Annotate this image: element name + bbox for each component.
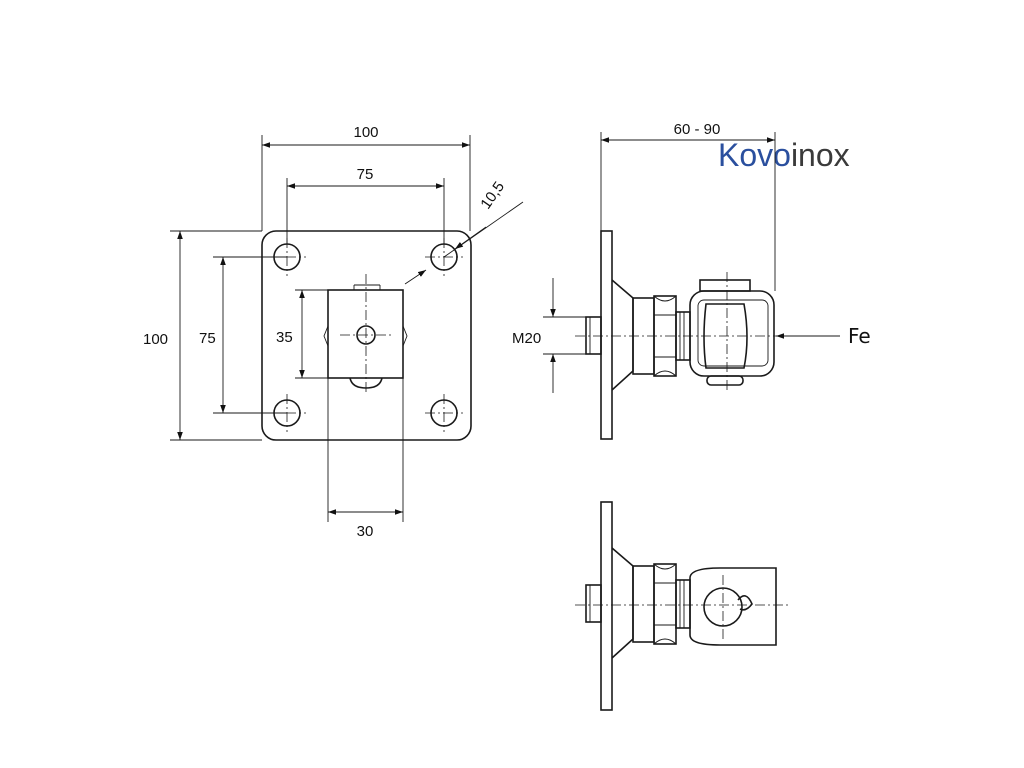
dim-block-width-label: 30 [357, 523, 374, 540]
dim-block-height-label: 35 [276, 329, 293, 346]
dim-block-height: 35 [276, 289, 328, 379]
dim-hole-spacing-v-label: 75 [199, 330, 216, 347]
logo-inox: inox [791, 137, 850, 173]
dim-plate-height-label: 100 [143, 331, 168, 348]
bottom-view [575, 501, 790, 711]
kovoinox-logo: Kovoinox [718, 137, 850, 173]
dim-hole-diameter-label: 10,5 [477, 179, 508, 213]
dim-thread-label: M20 [512, 330, 541, 347]
dim-thread: M20 [512, 278, 586, 393]
dim-hole-spacing-h-label: 75 [357, 166, 374, 183]
side-view: Fe 60 - 90 M20 [512, 121, 871, 440]
logo-kovo: Kovo [718, 137, 791, 173]
dim-plate-width-label: 100 [353, 124, 378, 141]
dim-hole-spacing-h: 75 [286, 166, 445, 244]
side-plate [600, 230, 613, 440]
dim-block-width: 30 [327, 378, 404, 540]
material-label: Fe [848, 324, 871, 348]
front-view: 100 75 10,5 100 75 [143, 124, 524, 540]
base-plate [261, 230, 472, 441]
dim-adjust-range-label: 60 - 90 [674, 121, 721, 138]
hinge-block [323, 274, 408, 395]
dim-plate-height: 100 [143, 230, 262, 441]
dim-adjust-range: 60 - 90 [600, 121, 776, 291]
dim-plate-width: 100 [261, 124, 471, 231]
dim-hole-spacing-v: 75 [199, 256, 287, 414]
